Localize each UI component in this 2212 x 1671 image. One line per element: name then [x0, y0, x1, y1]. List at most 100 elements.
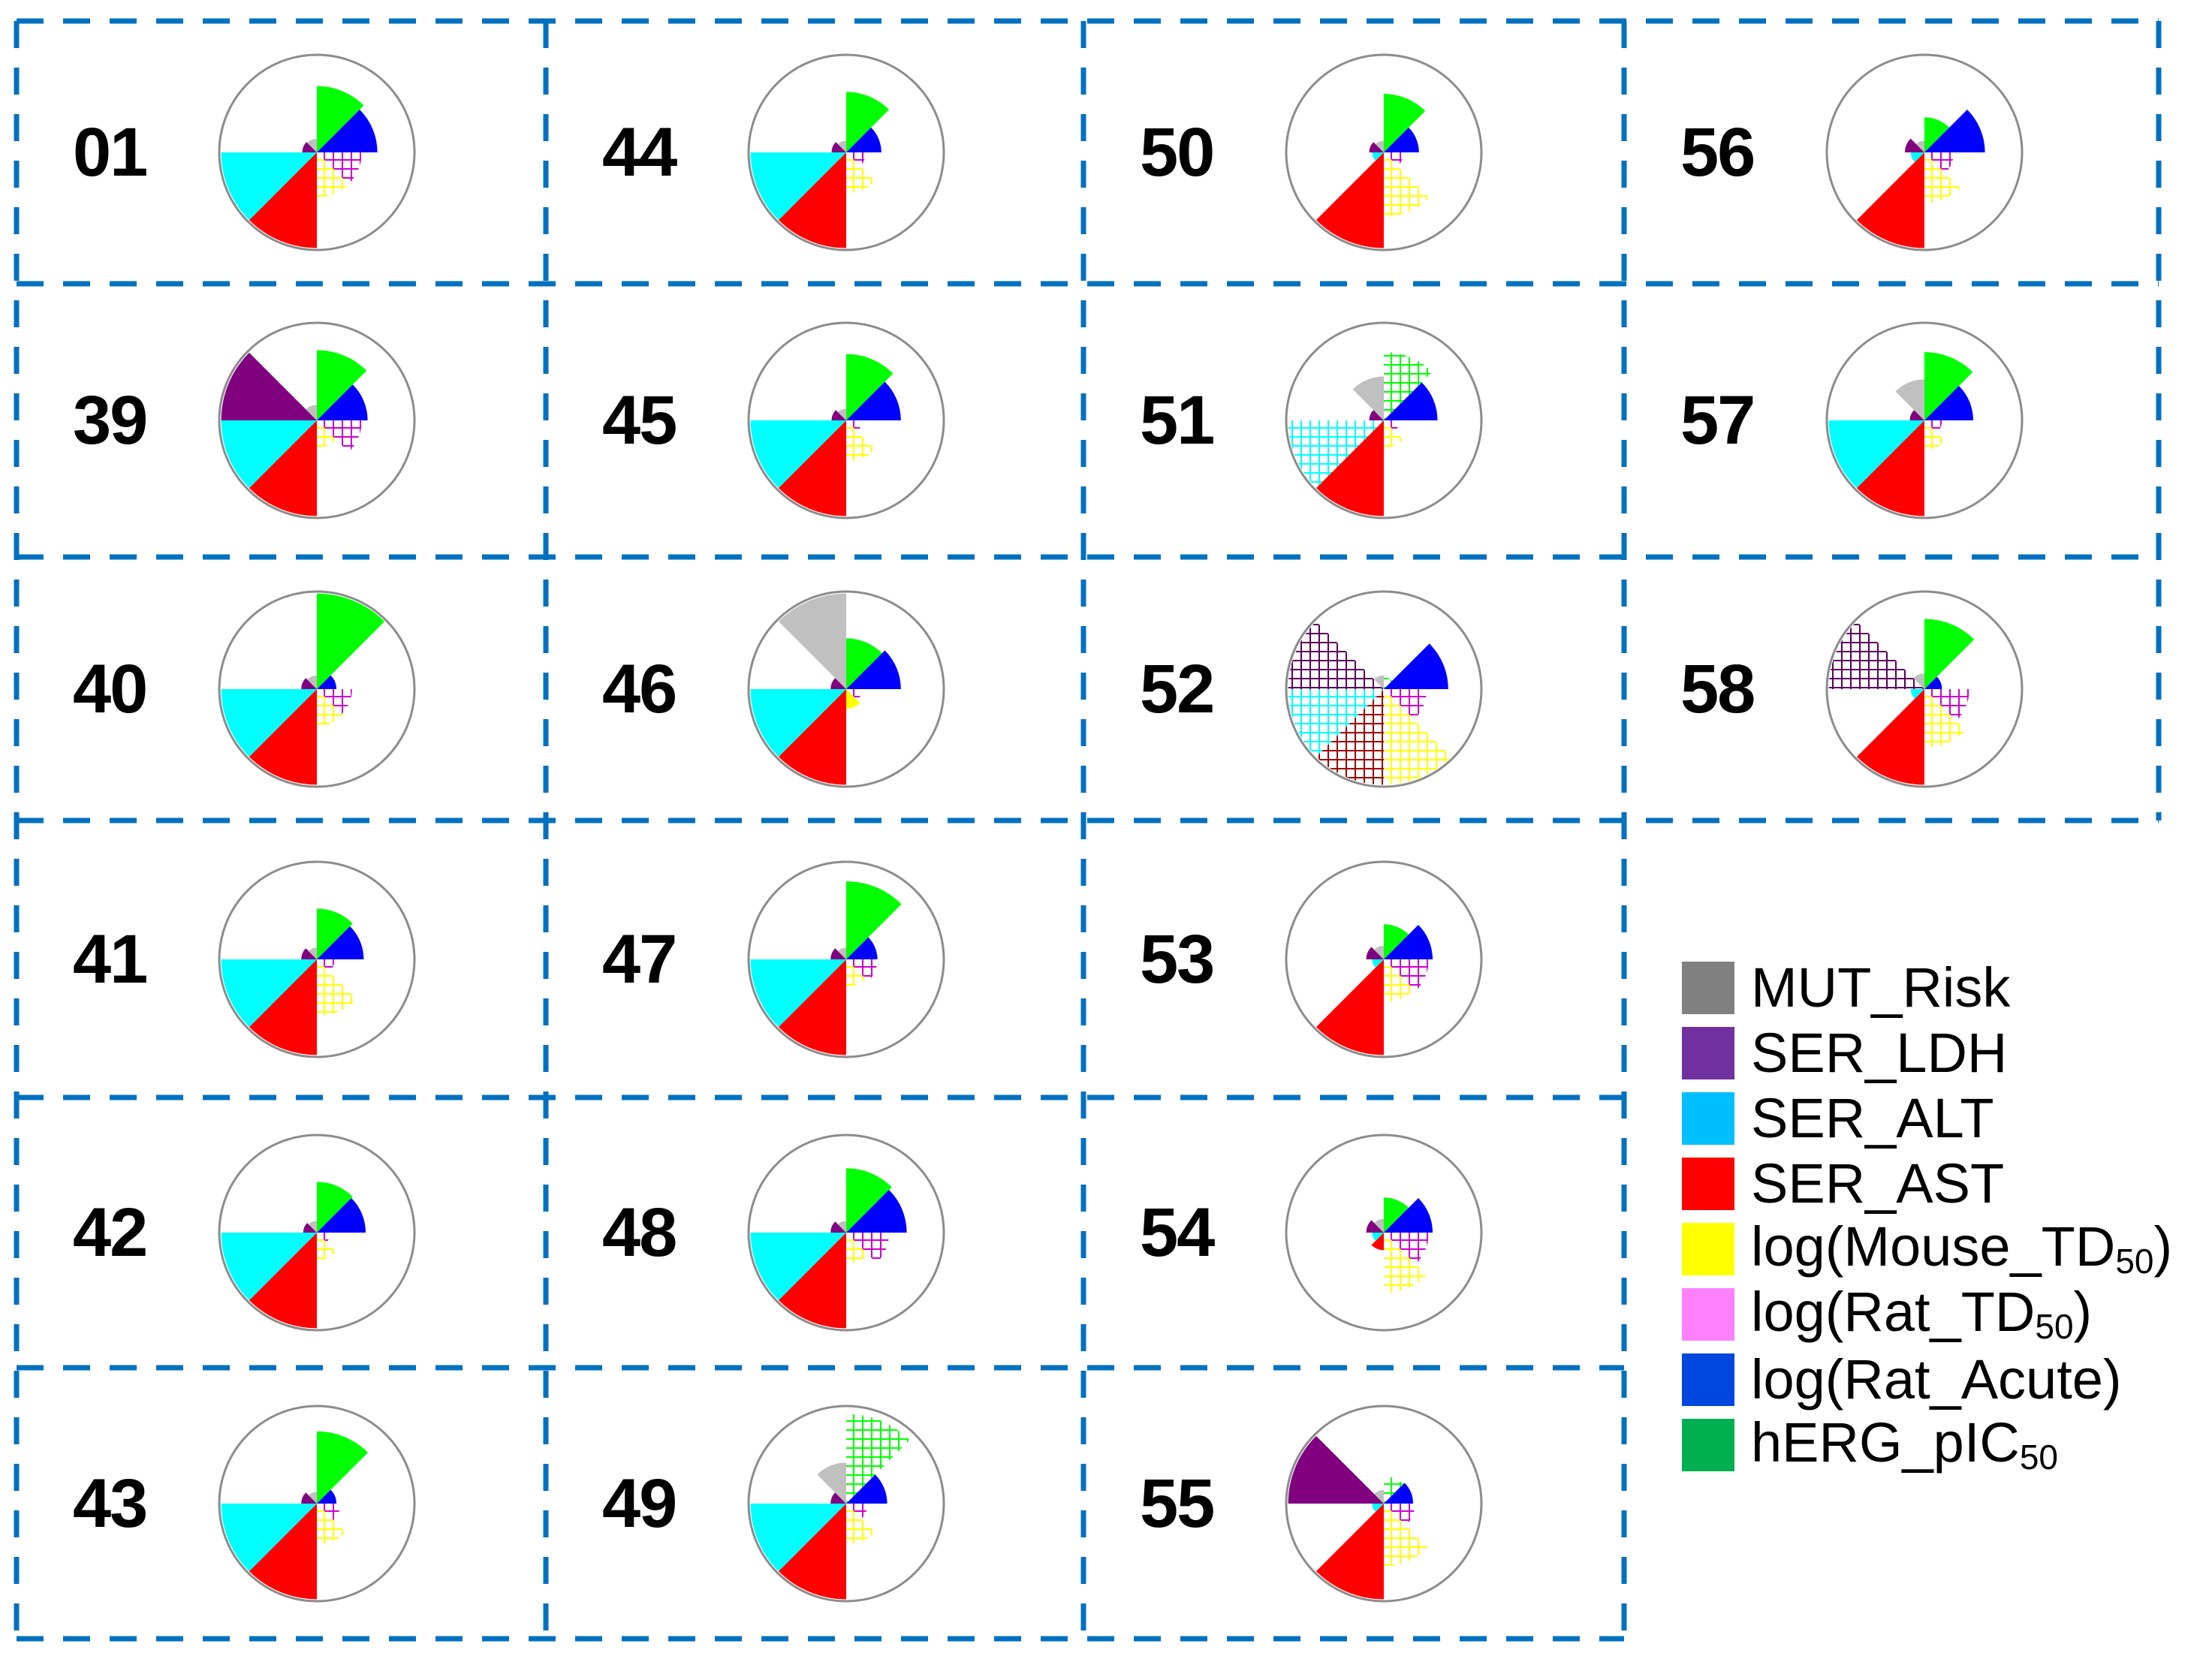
sector-mut_risk — [308, 1491, 317, 1504]
sector-herg — [1924, 117, 1950, 152]
sector-ser_ldh — [1905, 138, 1924, 152]
sector-rat_td50 — [317, 688, 352, 714]
sector-rat_acute — [1924, 386, 1973, 420]
rose-chart — [747, 321, 945, 519]
sector-ser_ast — [778, 1503, 846, 1599]
sector-ser_alt — [750, 959, 846, 1027]
sector-herg — [846, 92, 889, 152]
sector-ser_ldh — [1369, 142, 1384, 152]
compound-cell: 54 — [1083, 1097, 1624, 1368]
sector-ser_ast — [778, 959, 846, 1055]
outer-circle — [1285, 53, 1483, 251]
sector-ser_alt — [750, 152, 846, 221]
sector-ser_ldh — [1288, 1435, 1384, 1504]
sector-rat_acute — [846, 650, 901, 689]
sector-mut_risk — [1913, 673, 1924, 689]
sector-mouse_td50 — [317, 1503, 346, 1545]
legend-label: hERG_pIC50 — [1751, 1411, 2058, 1477]
compound-cell: 41 — [17, 820, 546, 1097]
outer-circle — [218, 860, 416, 1058]
legend-item: SER_LDH — [1682, 1020, 2172, 1085]
sector-rat_acute — [1924, 676, 1942, 689]
legend-swatch — [1682, 1157, 1734, 1210]
sector-ser_ldh — [301, 947, 317, 959]
sector-mut_risk — [778, 593, 846, 689]
legend-label: log(Rat_TD50) — [1751, 1281, 2093, 1346]
sector-mut_risk — [1375, 140, 1384, 152]
sector-mut_risk — [1374, 1489, 1384, 1504]
sector-mouse_td50 — [1924, 420, 1945, 450]
sector-ser_ldh — [1366, 1220, 1384, 1233]
sector-ser_ast — [249, 1503, 317, 1599]
compound-id-label: 41 — [73, 920, 148, 998]
sector-mouse_td50 — [1384, 959, 1415, 1002]
rose-chart — [1285, 590, 1483, 787]
sector-rat_acute — [1384, 643, 1448, 689]
outer-circle — [1285, 321, 1483, 519]
legend-item: hERG_pIC50 — [1682, 1412, 2172, 1477]
compound-id-label: 48 — [602, 1194, 677, 1271]
sector-ser_alt — [221, 1503, 317, 1571]
sector-rat_td50 — [1384, 688, 1427, 719]
sector-rat_acute — [317, 1489, 336, 1504]
sector-rat_td50 — [846, 688, 862, 700]
sector-ser_alt — [221, 959, 317, 1027]
legend-label: SER_AST — [1751, 1152, 2005, 1215]
sector-ser_alt — [221, 420, 317, 489]
sector-ser_ldh — [301, 1492, 317, 1504]
legend-item: log(Rat_Acute) — [1682, 1347, 2172, 1412]
compound-id-label: 44 — [602, 114, 677, 191]
sector-rat_td50 — [1384, 1503, 1415, 1525]
sector-ser_ast — [1315, 959, 1384, 1055]
sector-rat_td50 — [1924, 152, 1954, 173]
legend-item: SER_AST — [1682, 1151, 2172, 1216]
sector-ser_ast — [249, 152, 317, 248]
legend-label: SER_LDH — [1751, 1021, 2008, 1084]
sector-ser_ldh — [1288, 621, 1384, 689]
sector-rat_acute — [1924, 110, 1985, 152]
compound-cell: 51 — [1083, 284, 1624, 557]
rose-chart — [1825, 321, 2024, 519]
sector-herg — [1384, 1476, 1403, 1504]
sector-ser_alt — [1372, 152, 1384, 161]
compound-cell: 50 — [1083, 21, 1624, 284]
sector-herg — [1384, 94, 1426, 152]
outer-circle — [1825, 590, 2024, 787]
sector-rat_td50 — [317, 152, 362, 185]
sector-rat_td50 — [317, 1233, 331, 1242]
compound-id-label: 39 — [73, 382, 148, 459]
rose-chart — [218, 321, 416, 519]
sector-ser_ldh — [830, 1221, 846, 1233]
legend-label: log(Mouse_TD50) — [1751, 1215, 2173, 1281]
legend-swatch — [1682, 1418, 1734, 1471]
compound-cell: 52 — [1083, 557, 1624, 820]
sector-ser_alt — [750, 688, 846, 757]
sector-ser_ast — [1856, 152, 1924, 248]
sector-ser_alt — [221, 688, 317, 757]
sector-ser_alt — [221, 1233, 317, 1301]
compound-cell: 53 — [1083, 820, 1624, 1097]
compound-cell: 40 — [17, 557, 546, 820]
legend-label: SER_ALT — [1751, 1086, 1994, 1149]
outer-circle — [218, 1134, 416, 1332]
compound-cell: 44 — [546, 21, 1083, 284]
sector-rat_acute — [846, 381, 901, 420]
outer-circle — [747, 590, 945, 787]
sector-ser_alt — [750, 420, 846, 489]
sector-mouse_td50 — [1384, 1233, 1427, 1293]
compound-cell: 57 — [1624, 284, 2159, 557]
sector-rat_td50 — [846, 152, 866, 167]
rose-chart — [1285, 321, 1483, 519]
sector-ser_ast — [1315, 1503, 1384, 1599]
legend-label: MUT_Risk — [1751, 956, 2011, 1019]
sector-rat_td50 — [317, 1503, 341, 1520]
outer-circle — [1285, 1134, 1483, 1332]
sector-ser_ast — [249, 420, 317, 516]
compound-id-label: 55 — [1140, 1465, 1215, 1542]
sector-rat_td50 — [846, 959, 878, 981]
compound-cell: 56 — [1624, 21, 2159, 284]
outer-circle — [747, 860, 945, 1058]
sector-ser_ast — [778, 1233, 846, 1329]
legend-swatch — [1682, 1222, 1734, 1275]
